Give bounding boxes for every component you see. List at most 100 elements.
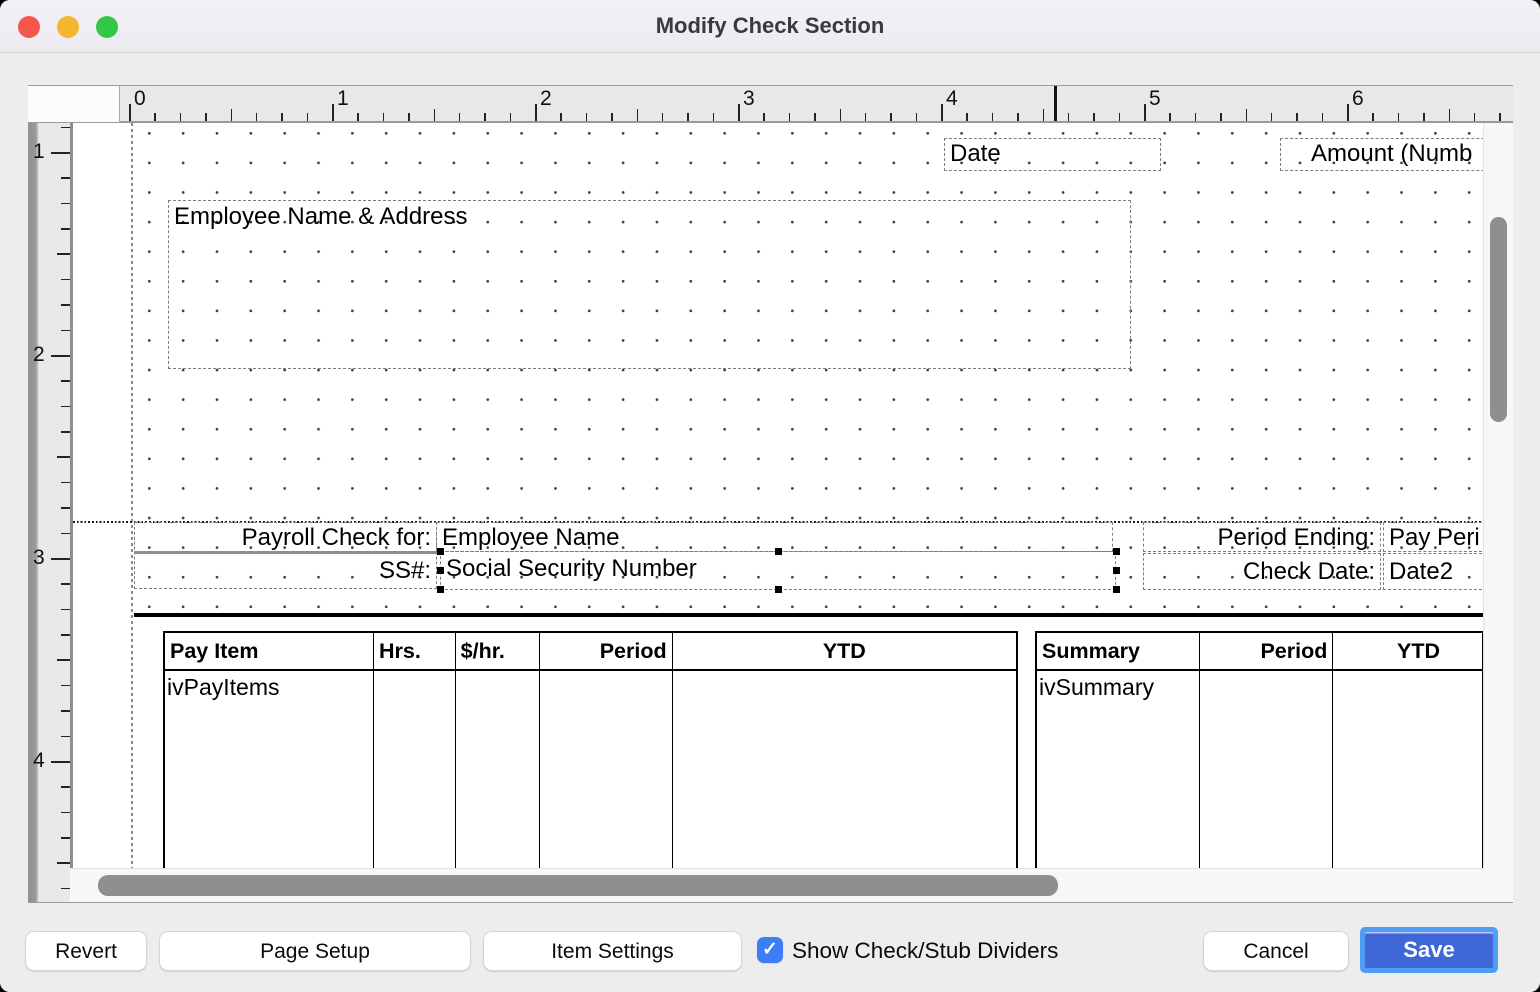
date-field-label: Date: [950, 140, 1001, 167]
horizontal-ruler-number: 5: [1149, 87, 1161, 110]
selection-handle-top-mid[interactable]: [775, 548, 782, 555]
horizontal-ruler-number: 1: [337, 87, 349, 110]
amount-numbers-field[interactable]: Amount (Numb: [1280, 138, 1483, 171]
ruler-tick: [1042, 109, 1045, 121]
pay-item-column-header: Pay Item: [165, 633, 374, 671]
ruler-tick: [1296, 113, 1298, 121]
horizontal-scrollbar[interactable]: [70, 868, 1483, 902]
ruler-tick: [332, 104, 334, 121]
summary-variable[interactable]: ivSummary: [1039, 674, 1155, 700]
vertical-ruler-number: 1: [33, 140, 45, 163]
dot-grid: [133, 126, 1483, 613]
payroll-check-for-label: Payroll Check for:: [241, 524, 431, 551]
ruler-tick: [738, 104, 740, 121]
summary-ytd-column-header: YTD: [1333, 633, 1482, 671]
ruler-tick: [61, 278, 70, 281]
period-ending-label-field[interactable]: Period Ending:: [1143, 522, 1381, 552]
employee-name-address-field[interactable]: Employee Name & Address: [168, 200, 1131, 369]
ruler-tick: [61, 634, 70, 636]
ruler-tick: [51, 354, 70, 357]
ruler-tick: [1473, 113, 1476, 121]
page-setup-button[interactable]: Page Setup: [159, 931, 471, 971]
ruler-tick: [306, 113, 309, 121]
save-button[interactable]: Save: [1365, 932, 1493, 968]
date-field[interactable]: Date: [944, 138, 1161, 171]
selection-handle-top-right[interactable]: [1113, 548, 1120, 555]
check-date-label: Check Date:: [1242, 558, 1375, 585]
pay-period-field[interactable]: Pay Peri: [1383, 522, 1483, 552]
ruler-tick: [1118, 113, 1121, 121]
ruler-tick: [1194, 113, 1197, 121]
minimize-window-icon[interactable]: [57, 16, 79, 38]
ruler-tick: [1270, 113, 1273, 121]
page-margin-guide: [131, 123, 133, 868]
ruler-tick: [1169, 113, 1171, 121]
ruler-tick: [839, 109, 842, 121]
ruler-tick: [61, 304, 70, 306]
vertical-scrollbar[interactable]: [1483, 123, 1513, 868]
selection-handle-bottom-left[interactable]: [437, 586, 444, 593]
stub-labels-field[interactable]: Payroll Check for: SS#:: [134, 522, 437, 589]
ruler-tick: [61, 837, 70, 839]
close-window-icon[interactable]: [18, 16, 40, 38]
ss-number-label: SS#:: [378, 557, 431, 584]
pay-items-variable[interactable]: ivPayItems: [167, 674, 280, 700]
ruler-tick: [281, 113, 283, 121]
social-security-number-label: Social Security Number: [446, 555, 697, 582]
ruler-tick: [61, 684, 70, 687]
ruler-tick: [458, 113, 461, 121]
ruler-tick: [61, 126, 70, 129]
selection-handle-mid-left[interactable]: [437, 567, 444, 574]
horizontal-ruler-number: 4: [946, 87, 958, 110]
ruler-tick: [230, 109, 233, 121]
ruler-tick: [585, 113, 588, 121]
revert-button[interactable]: Revert: [25, 931, 147, 971]
show-dividers-checkbox[interactable]: ✓: [757, 937, 783, 963]
ruler-tick: [61, 481, 70, 484]
vertical-ruler-number: 3: [33, 546, 45, 569]
date2-field[interactable]: Date2: [1383, 553, 1483, 590]
social-security-number-field[interactable]: Social Security Number: [440, 551, 1116, 590]
ruler-tick: [61, 786, 70, 788]
ruler-tick: [864, 113, 867, 121]
window-title: Modify Check Section: [655, 13, 885, 38]
summary-table[interactable]: Summary ivSummary Period YTD: [1035, 631, 1483, 868]
ruler-tick: [61, 177, 70, 179]
vertical-scrollbar-thumb[interactable]: [1490, 217, 1507, 422]
ruler-tick: [1245, 109, 1248, 121]
ruler-tick: [1321, 113, 1324, 121]
horizontal-scrollbar-thumb[interactable]: [98, 875, 1058, 896]
ruler-tick: [61, 532, 70, 535]
check-date-label-field[interactable]: Check Date:: [1143, 553, 1381, 590]
item-settings-button[interactable]: Item Settings: [483, 931, 742, 971]
ruler-tick: [966, 113, 968, 121]
ruler-tick: [1372, 113, 1374, 121]
zoom-window-icon[interactable]: [96, 16, 118, 38]
cancel-button[interactable]: Cancel: [1203, 931, 1349, 971]
pay-items-table[interactable]: Pay Item ivPayItems Hrs. $/hr. Period YT…: [163, 631, 1018, 868]
ruler-tick: [61, 887, 70, 890]
ruler-tick: [509, 113, 512, 121]
stub-section-divider-line: [134, 613, 1483, 617]
ruler-tick: [61, 735, 70, 738]
ruler-tick: [1448, 109, 1451, 121]
ruler-position-marker: [1054, 86, 1057, 121]
selection-handle-mid-right[interactable]: [1113, 567, 1120, 574]
ruler-tick: [51, 760, 70, 763]
ruler-tick: [57, 456, 70, 459]
selection-handle-top-left[interactable]: [437, 548, 444, 555]
selection-handle-bottom-right[interactable]: [1113, 586, 1120, 593]
summary-period-column-header: Period: [1199, 633, 1333, 671]
check-design-canvas[interactable]: Date Amount (Numb Employee Name & Addres…: [70, 123, 1483, 868]
ruler-tick: [687, 113, 689, 121]
employee-name-address-label: Employee Name & Address: [174, 203, 468, 230]
selection-handle-bottom-mid[interactable]: [775, 586, 782, 593]
ruler-tick: [560, 113, 562, 121]
ruler-tick: [890, 113, 892, 121]
ruler-tick: [61, 405, 70, 408]
horizontal-ruler-number: 6: [1352, 87, 1364, 110]
pay-period-field-label: Pay Peri: [1389, 524, 1480, 551]
horizontal-ruler-number: 3: [743, 87, 755, 110]
